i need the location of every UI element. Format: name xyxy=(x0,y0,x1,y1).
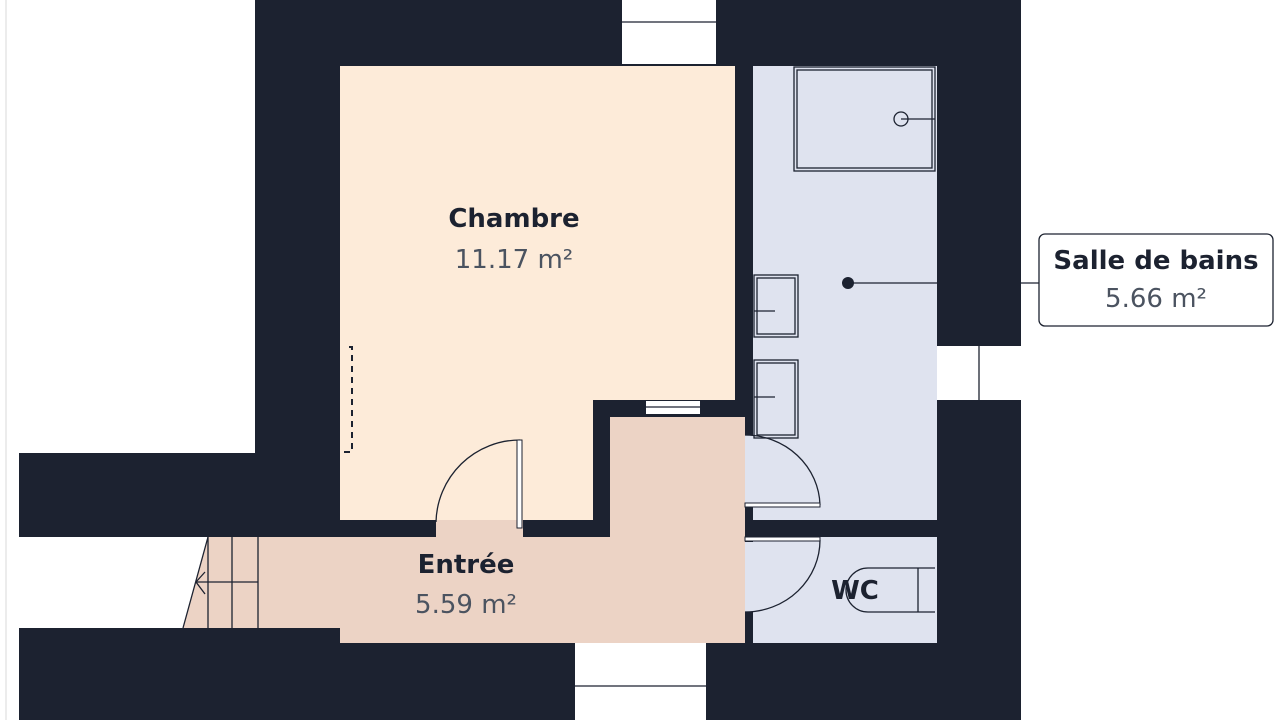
callout-salle-de-bains[interactable]: Salle de bains 5.66 m² xyxy=(842,233,1274,327)
room-name-chambre: Chambre xyxy=(448,204,579,234)
door-chambre[interactable] xyxy=(435,439,523,529)
sink-icon xyxy=(753,274,799,338)
sink-icon xyxy=(753,359,799,439)
room-wc[interactable] xyxy=(753,537,937,643)
room-name-salle-de-bains: Salle de bains xyxy=(1053,246,1258,276)
room-area-entree: 5.59 m² xyxy=(415,590,517,620)
windows xyxy=(575,0,1021,720)
closet-outline xyxy=(343,346,353,453)
door-salle-de-bains[interactable] xyxy=(744,434,821,508)
room-area-salle-de-bains: 5.66 m² xyxy=(1105,284,1207,314)
room-area-chambre: 11.17 m² xyxy=(455,245,573,275)
room-salle-de-bains[interactable] xyxy=(753,66,937,520)
room-name-wc: WC xyxy=(831,576,879,606)
callout-box xyxy=(1038,233,1274,327)
room-chambre[interactable] xyxy=(340,66,735,520)
bathtub-icon xyxy=(793,66,936,172)
stairs xyxy=(182,536,259,629)
toilet-icon xyxy=(845,567,935,613)
door-wc[interactable] xyxy=(744,536,821,613)
room-name-entree: Entrée xyxy=(418,550,515,580)
